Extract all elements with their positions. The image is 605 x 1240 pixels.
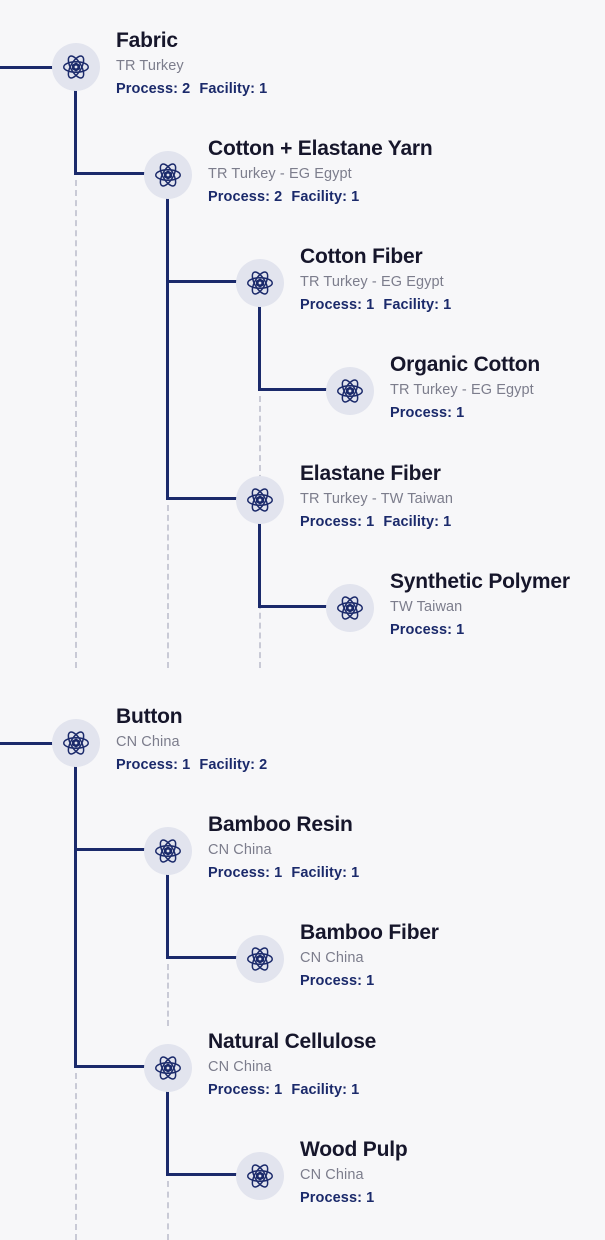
edge-bamboo-resin-rail (166, 872, 169, 959)
node-title: Synthetic Polymer (390, 570, 570, 593)
stat-process: Process: 1 (390, 404, 465, 421)
node-origin: CN China (208, 841, 272, 858)
atom-icon (144, 827, 192, 875)
stat-process: Process: 1 (116, 756, 191, 773)
node-title: Wood Pulp (300, 1138, 408, 1161)
node-stats: Process: 1 Facility: 1 (300, 512, 453, 533)
atom-icon (236, 259, 284, 307)
guide-dash-button-depth1-a (167, 964, 169, 1026)
edge-bamboo-resin-to-fiber (166, 956, 238, 959)
atom-icon (52, 43, 100, 91)
node-title: Bamboo Resin (208, 813, 353, 836)
stat-process: Process: 1 (300, 1189, 375, 1206)
edge-yarn-to-elastane (166, 497, 238, 500)
atom-icon (236, 935, 284, 983)
node-origin: TR Turkey - EG Egypt (300, 273, 444, 290)
node-origin: TR Turkey - EG Egypt (390, 381, 534, 398)
edge-button-rail-lower (74, 848, 77, 1068)
node-title: Bamboo Fiber (300, 921, 439, 944)
edge-button-rail (74, 764, 77, 851)
stat-facility: Facility: 1 (383, 296, 452, 313)
edge-cotton-to-organic (258, 388, 328, 391)
stat-facility: Facility: 1 (291, 864, 360, 881)
node-origin: CN China (300, 1166, 364, 1183)
node-origin: TW Taiwan (390, 598, 463, 615)
node-stats: Process: 1 (390, 620, 570, 641)
node-stats: Process: 1 (300, 971, 439, 992)
edge-incoming-fabric (0, 66, 54, 69)
edge-fabric-to-yarn (74, 172, 146, 175)
guide-dash-depth0 (75, 180, 77, 668)
stat-process: Process: 2 (116, 80, 191, 97)
node-origin: CN China (300, 949, 364, 966)
guide-dash-depth2-a (259, 396, 261, 668)
node-origin: TR Turkey - EG Egypt (208, 165, 352, 182)
node-text: Organic Cotton TR Turkey - EG Egypt Proc… (390, 353, 540, 424)
edge-elastane-rail (258, 521, 261, 608)
node-text: Fabric TR Turkey Process: 2 Facility: 1 (116, 29, 267, 100)
node-stats: Process: 2 Facility: 1 (116, 79, 267, 100)
edge-yarn-to-cotton-fiber (166, 280, 238, 283)
stat-facility: Facility: 2 (199, 756, 268, 773)
node-stats: Process: 2 Facility: 1 (208, 187, 433, 208)
atom-icon (326, 367, 374, 415)
atom-icon (236, 476, 284, 524)
edge-button-to-cellulose (74, 1065, 146, 1068)
stat-process: Process: 1 (390, 621, 465, 638)
node-stats: Process: 1 Facility: 1 (300, 295, 451, 316)
stat-process: Process: 1 (300, 296, 375, 313)
stat-process: Process: 1 (300, 513, 375, 530)
node-text: Elastane Fiber TR Turkey - TW Taiwan Pro… (300, 462, 453, 533)
atom-icon (236, 1152, 284, 1200)
node-title: Elastane Fiber (300, 462, 441, 485)
edge-button-to-bamboo-resin (74, 848, 146, 851)
node-text: Cotton + Elastane Yarn TR Turkey - EG Eg… (208, 137, 433, 208)
node-title: Natural Cellulose (208, 1030, 377, 1053)
atom-icon (52, 719, 100, 767)
atom-icon (144, 1044, 192, 1092)
stat-process: Process: 1 (208, 1081, 283, 1098)
edge-cellulose-to-wood-pulp (166, 1173, 238, 1176)
edge-cellulose-rail (166, 1089, 169, 1176)
stat-facility: Facility: 1 (291, 1081, 360, 1098)
atom-icon (144, 151, 192, 199)
stat-process: Process: 2 (208, 188, 283, 205)
edge-fabric-rail (74, 88, 77, 175)
node-title: Cotton + Elastane Yarn (208, 137, 433, 160)
edge-cotton-fiber-rail (258, 304, 261, 391)
stat-facility: Facility: 1 (291, 188, 360, 205)
guide-dash-button-depth1-b (167, 1181, 169, 1240)
node-origin: TR Turkey (116, 57, 184, 74)
node-title: Cotton Fiber (300, 245, 423, 268)
node-text: Natural Cellulose CN China Process: 1 Fac… (208, 1030, 376, 1101)
stat-facility: Facility: 1 (383, 513, 452, 530)
node-stats: Process: 1 (390, 403, 540, 424)
node-text: Wood Pulp CN China Process: 1 (300, 1138, 408, 1209)
stat-process: Process: 1 (208, 864, 283, 881)
node-origin: CN China (208, 1058, 272, 1075)
node-stats: Process: 1 Facility: 2 (116, 755, 267, 776)
node-text: Cotton Fiber TR Turkey - EG Egypt Proces… (300, 245, 451, 316)
edge-yarn-rail (166, 196, 169, 283)
guide-dash-depth1 (167, 505, 169, 668)
guide-dash-button-depth0 (75, 1073, 77, 1240)
node-text: Button CN China Process: 1 Facility: 2 (116, 705, 267, 776)
stat-process: Process: 1 (300, 972, 375, 989)
node-text: Bamboo Fiber CN China Process: 1 (300, 921, 439, 992)
atom-icon (326, 584, 374, 632)
node-text: Bamboo Resin CN China Process: 1 Facility… (208, 813, 359, 884)
edge-yarn-rail-lower (166, 280, 169, 500)
node-title: Fabric (116, 29, 178, 52)
node-origin: CN China (116, 733, 180, 750)
node-title: Button (116, 705, 183, 728)
node-stats: Process: 1 Facility: 1 (208, 863, 359, 884)
edge-elastane-to-polymer (258, 605, 328, 608)
node-stats: Process: 1 Facility: 1 (208, 1080, 376, 1101)
node-stats: Process: 1 (300, 1188, 407, 1209)
node-title: Organic Cotton (390, 353, 541, 376)
stat-facility: Facility: 1 (199, 80, 268, 97)
edge-incoming-button (0, 742, 54, 745)
node-text: Synthetic Polymer TW Taiwan Process: 1 (390, 570, 570, 641)
node-origin: TR Turkey - TW Taiwan (300, 490, 454, 507)
